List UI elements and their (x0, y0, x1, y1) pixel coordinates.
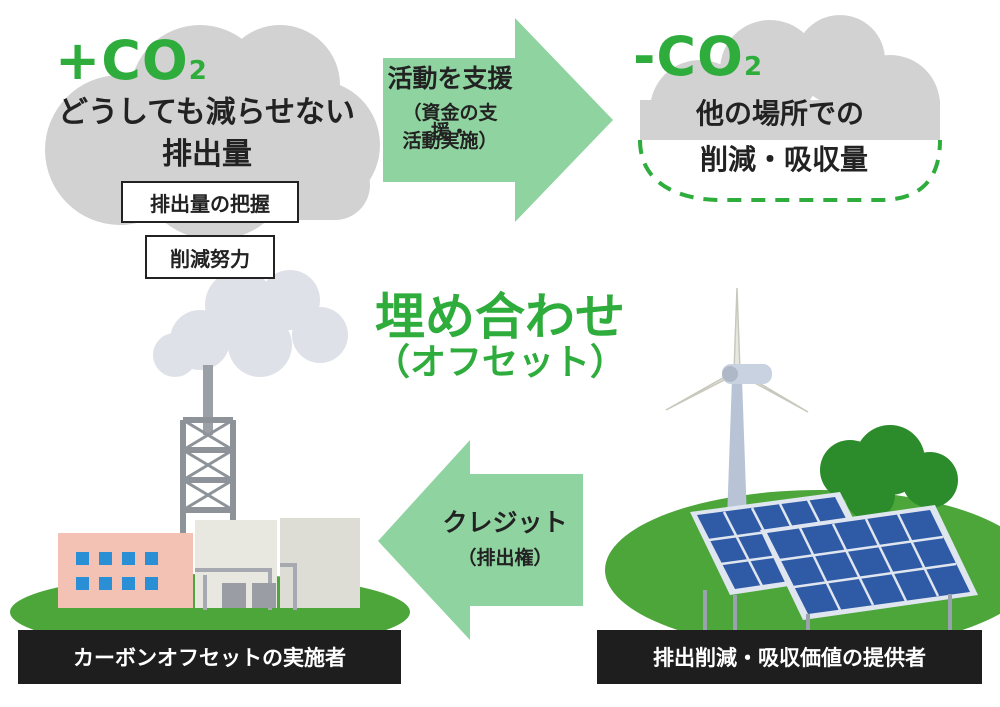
right-cloud (638, 15, 942, 202)
emissions-text: 排出量 (162, 137, 252, 172)
renewable-scene (605, 287, 1000, 650)
other-place-text: 他の場所での (696, 97, 865, 130)
bottom-arrow (378, 440, 583, 640)
plus-co2-label: +CO2 (55, 29, 208, 92)
emission-tracking-box: 排出量の把握 (121, 181, 299, 223)
value-provider-label: 排出削減・吸収価値の提供者 (597, 630, 982, 684)
offset-implementer-label: カーボンオフセットの実施者 (18, 630, 401, 684)
reduction-absorption-text: 削減・吸収量 (700, 143, 869, 176)
minus-co2-label: -CO2 (633, 25, 764, 88)
support-activity-text: 活動を支援 (387, 64, 513, 93)
activity-implementation-text: 活動実施） (402, 130, 498, 152)
funding-support-text: （資金の支援・ (402, 102, 498, 143)
reduction-effort-box: 削減努力 (145, 235, 275, 279)
emission-rights-text: （排出権） (457, 547, 553, 569)
offset-title: 埋め合わせ (375, 288, 625, 346)
unavoidable-emissions-text: どうしても減らせない (58, 95, 355, 130)
top-arrow (383, 18, 613, 222)
credit-text: クレジット (442, 508, 568, 537)
offset-subtitle: （オフセット） (373, 342, 626, 383)
